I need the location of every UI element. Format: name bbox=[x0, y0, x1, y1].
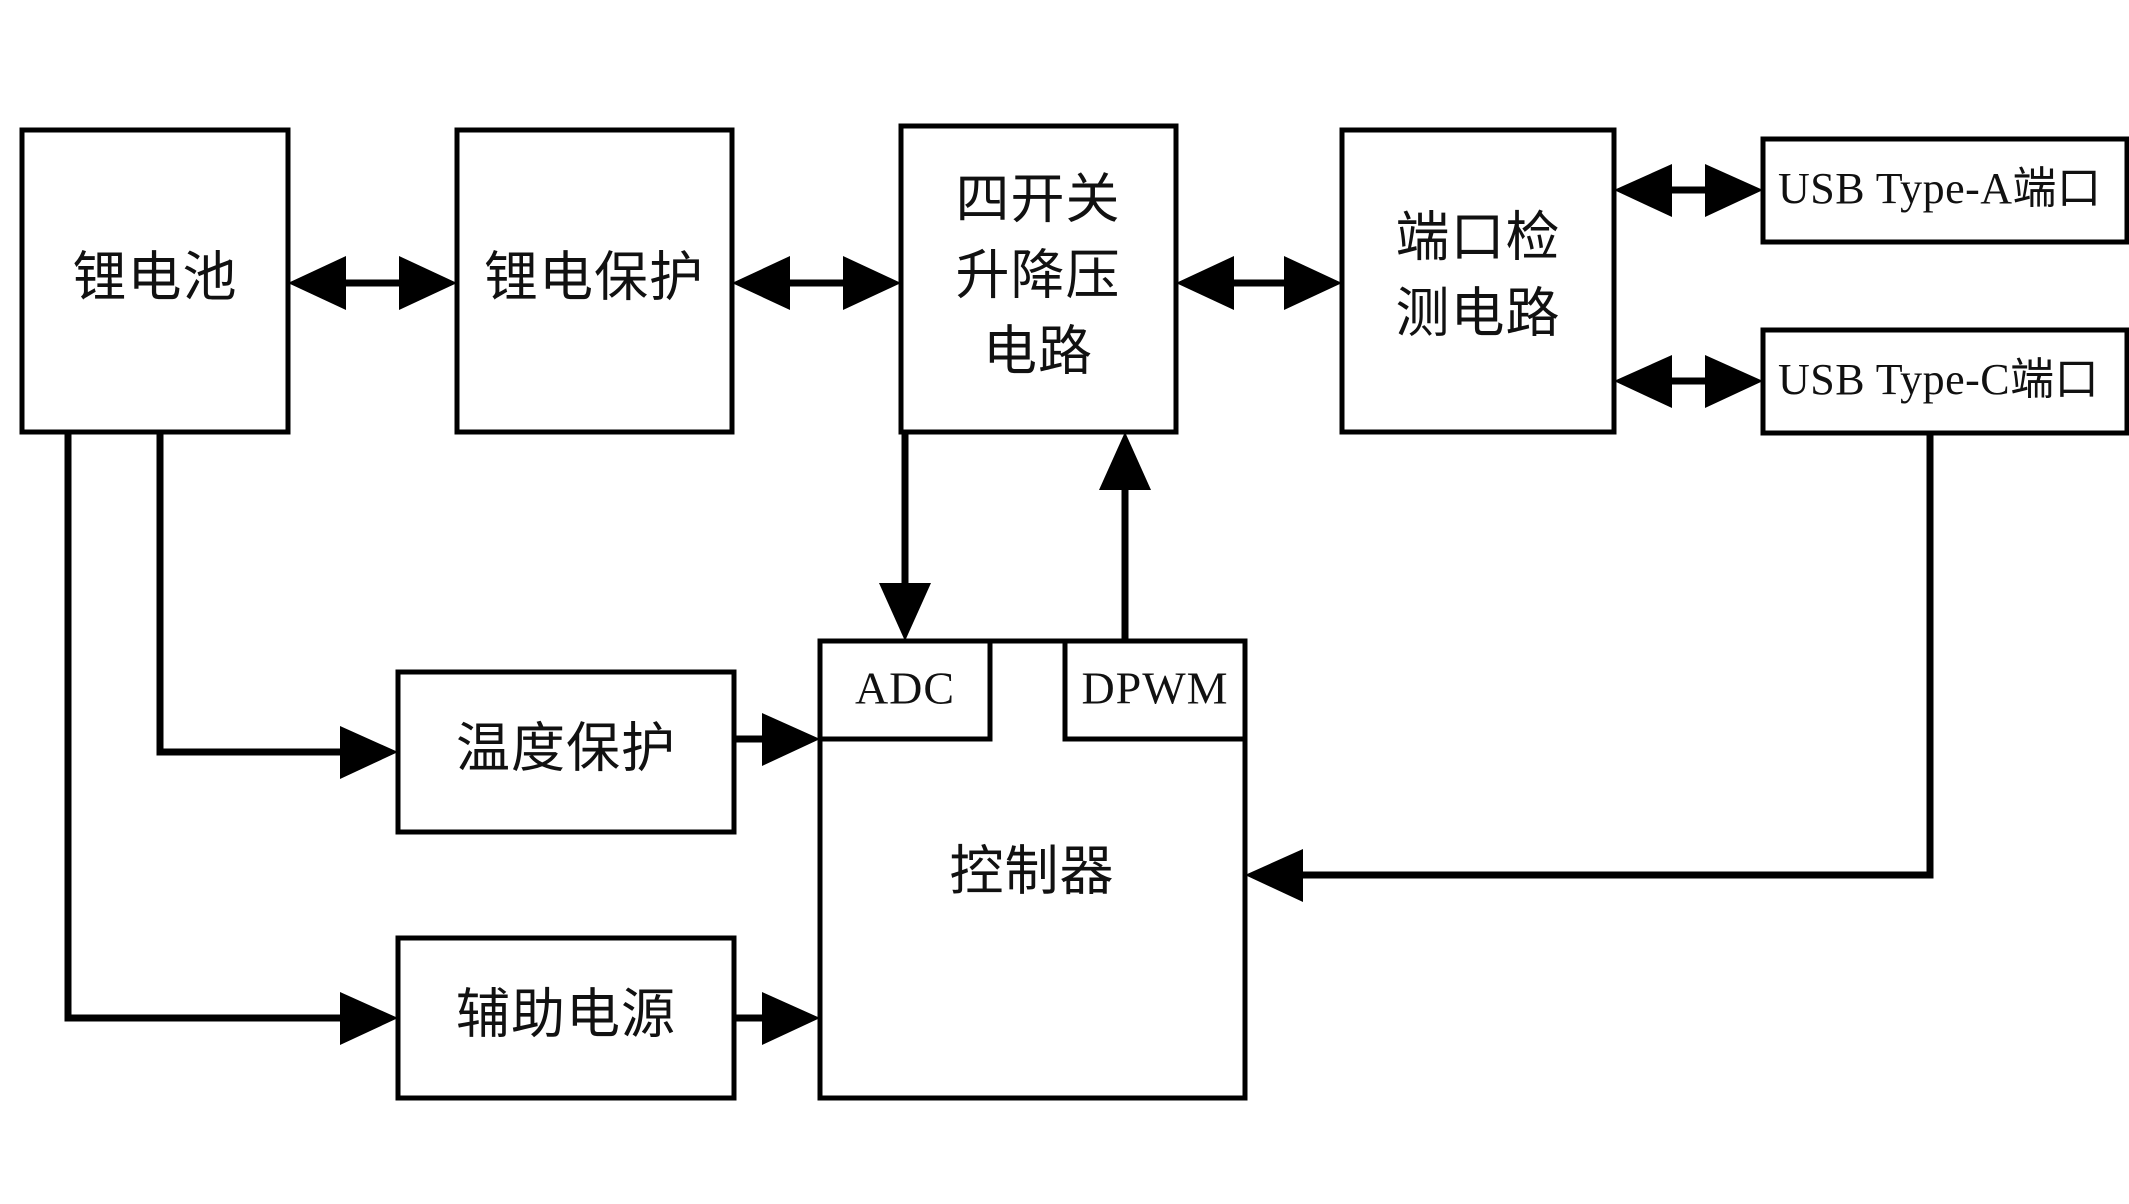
arrowhead-right bbox=[1284, 256, 1342, 310]
connector-buck-boost-port-detect bbox=[1176, 256, 1342, 310]
block-adc-label: ADC bbox=[855, 663, 955, 714]
connector-battery-aux-power bbox=[64, 432, 398, 1045]
block-buck-boost[interactable] bbox=[898, 123, 1179, 435]
arrowhead-right bbox=[399, 256, 457, 310]
block-port-detect[interactable] bbox=[1339, 127, 1617, 435]
arrowhead-right bbox=[340, 726, 398, 779]
block-usb-c[interactable] bbox=[1760, 327, 2129, 436]
block-buck-boost-label-line3: 电路 bbox=[983, 321, 1093, 381]
arrowhead-left bbox=[732, 256, 790, 310]
block-li-protect-label: 锂电保护 bbox=[484, 247, 704, 307]
connector-port-detect-usb-c bbox=[1614, 355, 1763, 408]
block-temp-protect-label: 温度保护 bbox=[456, 718, 676, 778]
connector-dpwm-buck-boost bbox=[1099, 432, 1151, 641]
arrowhead-left bbox=[288, 256, 346, 310]
arrowhead-left bbox=[1614, 355, 1672, 408]
block-buck-boost-label-line1: 四开关 bbox=[956, 169, 1121, 229]
connector-temp-protect-controller bbox=[734, 713, 820, 766]
block-dpwm-label: DPWM bbox=[1081, 663, 1228, 714]
arrowhead-right bbox=[1705, 164, 1763, 217]
block-li-protect[interactable] bbox=[454, 127, 735, 435]
arrowhead-left bbox=[1176, 256, 1234, 310]
block-controller-label: 控制器 bbox=[950, 841, 1115, 901]
connector-aux-power-controller bbox=[734, 992, 820, 1045]
arrowhead-right bbox=[340, 992, 398, 1045]
connector-li-protect-buck-boost bbox=[732, 256, 901, 310]
arrowhead-right bbox=[762, 992, 820, 1045]
connector-usb-c-controller bbox=[1245, 433, 1934, 902]
arrowhead-left bbox=[1614, 164, 1672, 217]
arrowhead-right bbox=[762, 713, 820, 766]
block-buck-boost-label-line2: 升降压 bbox=[956, 245, 1121, 305]
connector-port-detect-usb-a bbox=[1614, 164, 1763, 217]
block-usb-a[interactable] bbox=[1760, 136, 2129, 245]
arrowhead-down bbox=[879, 583, 931, 641]
block-usb-a-label: USB Type-A端口 bbox=[1778, 164, 2102, 213]
connector-battery-li-protect bbox=[288, 256, 457, 310]
arrowhead-right bbox=[843, 256, 901, 310]
block-usb-c-label: USB Type-C端口 bbox=[1778, 355, 2099, 404]
block-battery[interactable] bbox=[19, 127, 291, 435]
connector-battery-temp-protect bbox=[156, 432, 398, 779]
block-aux-power[interactable] bbox=[395, 935, 737, 1101]
block-aux-power-label: 辅助电源 bbox=[456, 984, 676, 1044]
arrowhead-up bbox=[1099, 432, 1151, 490]
block-port-detect-label-line2: 测电路 bbox=[1396, 283, 1561, 343]
block-port-detect-label-line1: 端口检 bbox=[1396, 207, 1561, 267]
block-battery-label: 锂电池 bbox=[73, 247, 238, 307]
connector-buck-boost-adc bbox=[879, 432, 931, 641]
arrowhead-left bbox=[1245, 849, 1303, 902]
block-adc[interactable] bbox=[817, 638, 993, 742]
arrowhead-right bbox=[1705, 355, 1763, 408]
block-dpwm[interactable] bbox=[1062, 638, 1248, 742]
